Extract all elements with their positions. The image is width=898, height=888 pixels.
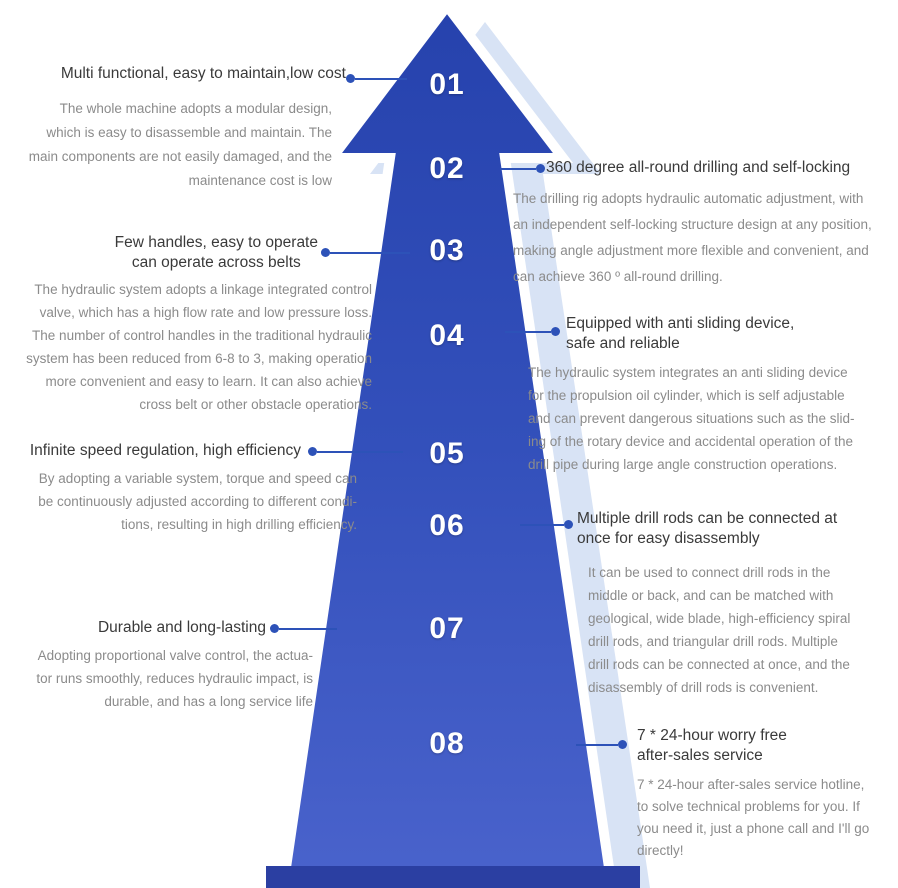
step-number-08: 08 <box>429 727 465 760</box>
feature-desc-03: The hydraulic system adopts a linkage in… <box>26 282 372 412</box>
step-number-01: 01 <box>429 68 465 101</box>
connector-line <box>500 167 536 170</box>
feature-title-04: Equipped with anti sliding device, safe … <box>566 315 795 352</box>
feature-desc-08: 7 * 24-hour after-sales service hotline,… <box>637 777 870 858</box>
connector-07 <box>270 624 337 633</box>
feature-desc-01: The whole machine adopts a modular desig… <box>28 101 332 188</box>
feature-desc-04: The hydraulic system integrates an anti … <box>528 365 855 472</box>
feature-title-08: 7 * 24-hour worry free after-sales servi… <box>637 727 787 764</box>
connector-line <box>505 330 551 333</box>
connector-line <box>317 450 403 453</box>
connector-line <box>330 251 410 254</box>
connector-dot <box>270 624 279 633</box>
connector-dot <box>536 164 545 173</box>
feature-title-07: Durable and long-lasting <box>97 619 266 636</box>
connector-dot <box>564 520 573 529</box>
connector-dot <box>346 74 355 83</box>
feature-title-03: Few handles, easy to operate can operate… <box>114 234 318 271</box>
connector-dot <box>618 740 627 749</box>
feature-desc-06: It can be used to connect drill rods in … <box>588 565 851 695</box>
connector-05 <box>308 447 403 456</box>
connector-dot <box>551 327 560 336</box>
connector-04 <box>505 327 560 336</box>
feature-title-02: 360 degree all-round drilling and self-l… <box>546 159 851 176</box>
connector-03 <box>321 248 410 257</box>
arrow-main <box>277 0 618 888</box>
step-number-04: 04 <box>429 319 465 352</box>
connector-dot <box>308 447 317 456</box>
step-number-03: 03 <box>429 234 465 267</box>
step-number-07: 07 <box>429 612 465 645</box>
connector-line <box>355 77 407 80</box>
feature-title-05: Infinite speed regulation, high efficien… <box>29 442 301 459</box>
connector-line <box>279 627 337 630</box>
feature-desc-07: Adopting proportional valve control, the… <box>36 648 313 709</box>
connector-line <box>520 523 564 526</box>
connector-dot <box>321 248 330 257</box>
feature-title-01: Multi functional, easy to maintain,low c… <box>60 65 346 82</box>
step-number-02: 02 <box>429 152 465 185</box>
feature-title-06: Multiple drill rods can be connected at … <box>577 510 838 547</box>
arrow-base-band <box>266 866 640 888</box>
connector-01 <box>346 74 407 83</box>
connector-08 <box>576 740 627 749</box>
connector-06 <box>520 520 573 529</box>
step-number-06: 06 <box>429 509 465 542</box>
connector-line <box>576 743 618 746</box>
connector-02 <box>500 164 545 173</box>
feature-desc-05: By adopting a variable system, torque an… <box>38 471 357 532</box>
feature-desc-02: The drilling rig adopts hydraulic automa… <box>513 191 872 284</box>
step-number-05: 05 <box>429 437 465 470</box>
